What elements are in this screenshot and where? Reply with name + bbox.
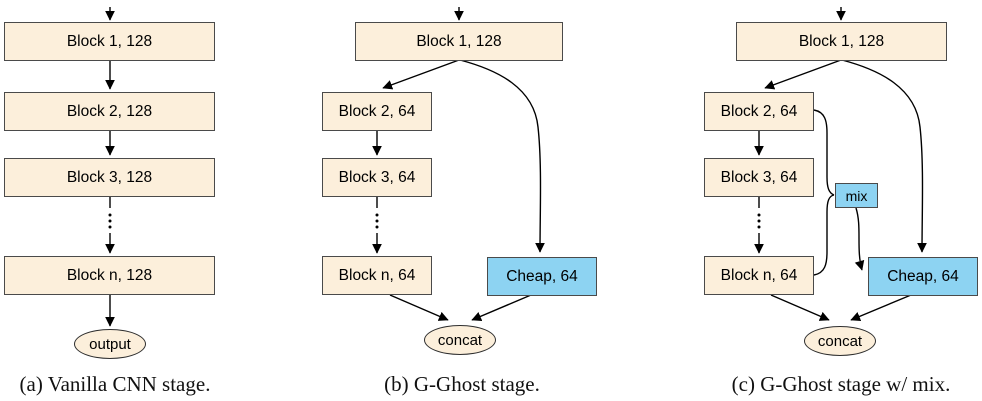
caption-a: (a) Vanilla CNN stage.: [19, 372, 211, 396]
a-block-2-node: Block 2, 128: [4, 92, 215, 131]
c-blockn-mix-curve: [813, 194, 835, 276]
c-block-n-node: Block n, 64: [704, 256, 814, 295]
a-block-3-node: Block 3, 128: [4, 158, 215, 197]
caption-b: (b) G-Ghost stage.: [384, 372, 540, 396]
c-block1-cheap-curve: [841, 59, 927, 253]
c-block1-block2-arrow: [764, 59, 842, 90]
c-cheap-node: Cheap, 64: [868, 257, 978, 296]
c-concat-terminal: concat: [804, 326, 876, 356]
b-cheap-node: Cheap, 64: [487, 257, 597, 296]
b-concat-terminal: concat: [424, 325, 496, 355]
c-mix-node: mix: [835, 183, 878, 208]
b-block-2-node: Block 2, 64: [322, 92, 432, 131]
c-mix-cheap-arrow: [854, 207, 865, 271]
c-block2-mix-curve: [813, 109, 835, 196]
a-block-1-node: Block 1, 128: [4, 22, 215, 61]
b-block-3-node: Block 3, 64: [322, 158, 432, 197]
a-block-n-node: Block n, 128: [4, 256, 215, 295]
a-ellipsis-dots: [108, 213, 112, 229]
c-block-1-node: Block 1, 128: [736, 22, 947, 61]
b-block-1-node: Block 1, 128: [355, 22, 563, 61]
b-block1-block2-arrow: [382, 59, 460, 90]
caption-c: (c) G-Ghost stage w/ mix.: [731, 372, 951, 396]
b-ellipsis-dots: [375, 213, 379, 229]
c-block-3-node: Block 3, 64: [704, 158, 814, 197]
c-blockn-concat-arrow: [770, 294, 830, 321]
b-cheap-concat-arrow: [471, 294, 532, 321]
a-output-terminal: output: [74, 329, 146, 359]
b-block1-cheap-curve: [459, 59, 545, 253]
c-ellipsis-dots: [757, 213, 761, 229]
c-block-2-node: Block 2, 64: [704, 92, 814, 131]
b-blockn-concat-arrow: [389, 294, 449, 321]
c-cheap-concat-arrow: [850, 294, 912, 322]
b-block-n-node: Block n, 64: [322, 256, 432, 295]
